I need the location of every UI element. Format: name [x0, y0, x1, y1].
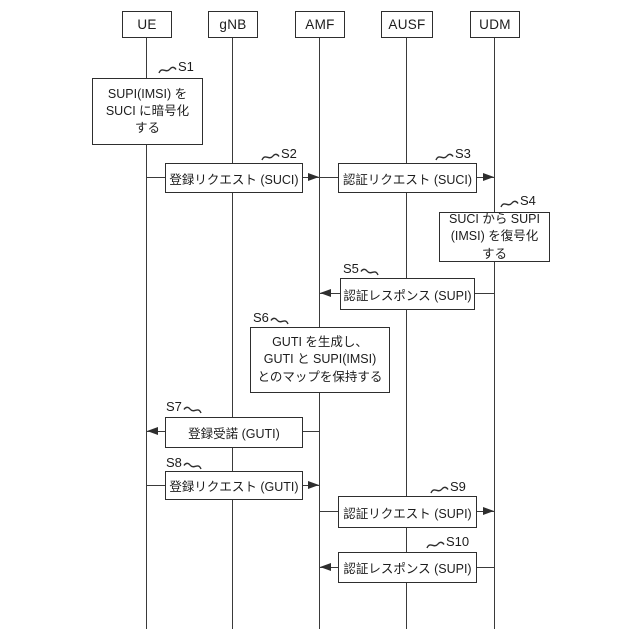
step-label-s6: S6 — [253, 310, 289, 325]
message-text: 登録リクエスト (GUTI) — [169, 480, 299, 494]
action-box-s1: SUPI(IMSI) を SUCI に暗号化 する — [92, 78, 203, 145]
arrowhead-right-icon — [308, 481, 319, 489]
actor-label: AUSF — [388, 17, 426, 32]
arrowhead-left-icon — [320, 563, 331, 571]
step-label-s9: S9 — [430, 479, 466, 494]
reference-squiggle-icon — [435, 153, 454, 161]
message-box-s5: 認証レスポンス (SUPI) — [340, 278, 475, 310]
arrowhead-right-icon — [483, 507, 494, 515]
message-text: 認証レスポンス (SUPI) — [343, 562, 472, 576]
message-text: 登録受諾 (GUTI) — [188, 427, 280, 441]
lifeline-gnb — [232, 38, 234, 629]
actor-box-ue: UE — [122, 11, 172, 38]
reference-squiggle-icon — [360, 268, 379, 276]
reference-squiggle-icon — [158, 66, 177, 74]
actor-box-gnb: gNB — [208, 11, 258, 38]
action-box-s6: GUTI を生成し、 GUTI と SUPI(IMSI) とのマップを保持する — [250, 327, 390, 393]
message-box-s9: 認証リクエスト (SUPI) — [338, 496, 477, 528]
step-label-s2: S2 — [261, 146, 297, 161]
reference-squiggle-icon — [430, 486, 449, 494]
reference-squiggle-icon — [426, 541, 445, 549]
message-text: 認証リクエスト (SUCI) — [342, 172, 473, 187]
message-box-s3: 認証リクエスト (SUCI) — [338, 163, 477, 193]
actor-label: gNB — [219, 17, 247, 32]
step-id: S9 — [450, 479, 466, 494]
step-label-s3: S3 — [435, 146, 471, 161]
reference-squiggle-icon — [261, 153, 280, 161]
arrowhead-left-icon — [320, 289, 331, 297]
step-label-s10: S10 — [426, 534, 470, 549]
step-label-s7: S7 — [166, 399, 202, 414]
step-id: S4 — [520, 193, 536, 208]
lifeline-udm — [494, 38, 496, 629]
lifeline-ausf — [406, 38, 408, 629]
action-text: SUPI(IMSI) を SUCI に暗号化 する — [105, 86, 190, 136]
message-box-s10: 認証レスポンス (SUPI) — [338, 552, 477, 583]
message-box-s8: 登録リクエスト (GUTI) — [165, 471, 303, 500]
actor-box-udm: UDM — [470, 11, 520, 38]
arrowhead-left-icon — [147, 427, 158, 435]
step-label-s4: S4 — [500, 193, 536, 208]
step-id: S2 — [281, 146, 297, 161]
message-box-s7: 登録受諾 (GUTI) — [165, 417, 303, 448]
actor-label: AMF — [305, 17, 335, 32]
step-id: S10 — [446, 534, 470, 549]
actor-label: UDM — [479, 17, 511, 32]
step-label-s5: S5 — [343, 261, 379, 276]
reference-squiggle-icon — [183, 462, 202, 470]
reference-squiggle-icon — [270, 317, 289, 325]
step-id: S5 — [343, 261, 359, 276]
actor-box-amf: AMF — [295, 11, 345, 38]
message-text: 登録リクエスト (SUCI) — [169, 172, 299, 187]
action-box-s4: SUCI から SUPI (IMSI) を復号化 する — [439, 212, 550, 262]
lifeline-ue — [146, 38, 148, 629]
action-text: SUCI から SUPI (IMSI) を復号化 する — [449, 212, 540, 261]
arrowhead-right-icon — [483, 173, 494, 181]
reference-squiggle-icon — [500, 200, 519, 208]
message-box-s2: 登録リクエスト (SUCI) — [165, 163, 303, 193]
action-text: GUTI を生成し、 GUTI と SUPI(IMSI) とのマップを保持する — [257, 335, 383, 384]
actor-label: UE — [137, 17, 157, 32]
step-id: S8 — [166, 455, 182, 470]
step-id: S7 — [166, 399, 182, 414]
reference-squiggle-icon — [183, 406, 202, 414]
message-text: 認証レスポンス (SUPI) — [343, 288, 472, 303]
step-id: S1 — [178, 59, 194, 74]
actor-box-ausf: AUSF — [381, 11, 433, 38]
message-text: 認証リクエスト (SUPI) — [343, 506, 472, 521]
step-label-s8: S8 — [166, 455, 202, 470]
step-id: S6 — [253, 310, 269, 325]
step-id: S3 — [455, 146, 471, 161]
arrowhead-right-icon — [308, 173, 319, 181]
step-label-s1: S1 — [158, 59, 194, 74]
